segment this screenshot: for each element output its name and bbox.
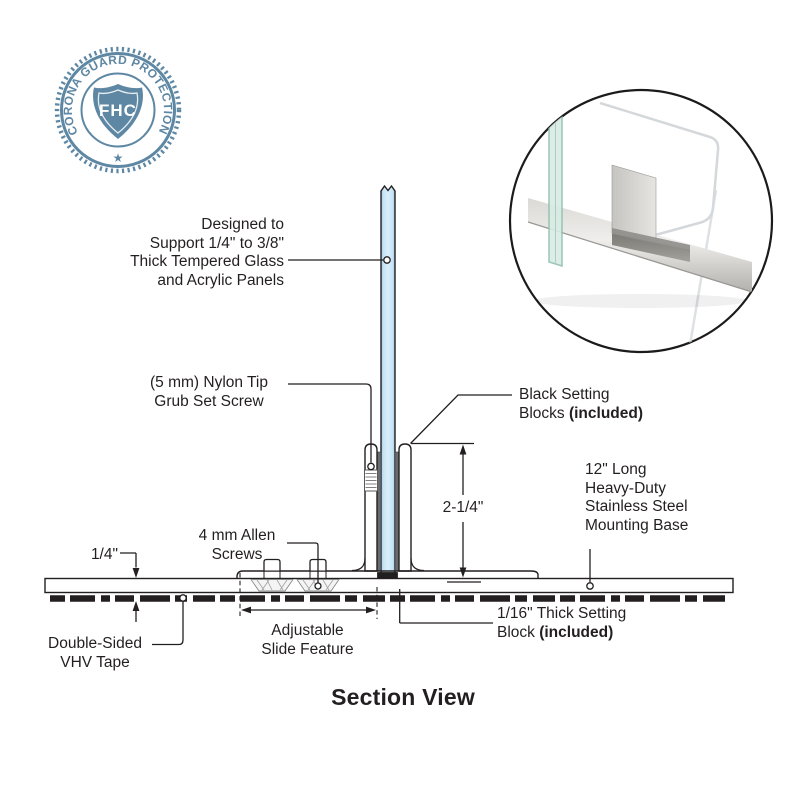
badge-teeth-ring (54, 46, 182, 174)
dimension-1-4: 1/4" (90, 546, 118, 563)
label-grub-screw: (5 mm) Nylon Tip Grub Set Screw (130, 374, 288, 411)
label-line: 12" Long (585, 461, 647, 478)
badge-star: ★ (113, 151, 124, 165)
mounting-base (44, 577, 734, 594)
label-black-setting-blocks: Black Setting Blocks (included) (519, 386, 689, 423)
inset-photo-content (527, 101, 753, 346)
allen-screw-1 (250, 558, 294, 592)
badge-shield (93, 84, 143, 139)
label-line: Thick Tempered Glass (130, 253, 284, 270)
badge-outer-ring (60, 52, 176, 168)
fillet-left (351, 557, 366, 572)
label-designed-to: Designed to Support 1/4" to 3/8" Thick T… (90, 216, 284, 290)
photo-clamp-foot-top (612, 228, 690, 251)
label-line: Stainless Steel (585, 498, 688, 515)
label-line: Double-Sided (48, 635, 142, 652)
drawing-lines (44, 184, 734, 646)
photo-shadow (532, 294, 748, 308)
product-photo-inset (508, 88, 774, 354)
label-line: Grub Set Screw (154, 392, 264, 410)
badge-shield-text: FHC (99, 101, 137, 120)
label-line: Block (included) (497, 623, 614, 641)
grub-screw (364, 469, 378, 492)
label-line: Black Setting (519, 386, 610, 403)
badge-inner-ring (80, 72, 156, 148)
label-line: Slide Feature (261, 640, 354, 658)
channel-wall-right (398, 443, 412, 572)
label-mounting-base: 12" Long Heavy-Duty Stainless Steel Moun… (585, 461, 725, 535)
glass-panel (380, 184, 396, 574)
label-vhv-tape: Double-Sided VHV Tape (25, 635, 165, 672)
label-setting-block: 1/16" Thick Setting Block (included) (497, 605, 677, 642)
label-line: Support 1/4" to 3/8" (149, 234, 284, 252)
photo-bar-edge (527, 221, 753, 293)
label-line: VHV Tape (60, 653, 130, 671)
label-line: 4 mm Allen (198, 527, 276, 544)
dimension-2-1-4: 2-1/4" (432, 499, 494, 518)
fhc-protection-badge: CORONA GUARD PROTECTION ★ FHC (54, 46, 182, 174)
label-line: Heavy-Duty (585, 479, 666, 497)
label-line: (5 mm) Nylon Tip (150, 374, 268, 391)
label-line: and Acrylic Panels (157, 271, 284, 289)
label-line: 1/16" Thick Setting (497, 605, 627, 622)
label-line: Mounting Base (585, 516, 689, 534)
leader-lines (120, 256, 594, 646)
badge-shield-inner-outline (97, 89, 139, 134)
label-adjustable-slide: Adjustable Slide Feature (235, 622, 380, 659)
photo-clamp-foot (612, 233, 690, 262)
label-line: Designed to (201, 216, 284, 233)
label-line: Screws (211, 545, 263, 563)
label-line: Blocks (included) (519, 404, 644, 422)
label-line: Adjustable (271, 622, 344, 639)
acrylic-panel-edge (599, 101, 720, 239)
slide-plate (236, 570, 539, 578)
label-allen-screws: 4 mm Allen Screws (180, 527, 294, 564)
fillet-right (410, 557, 425, 572)
page-title: Section View (331, 684, 475, 710)
